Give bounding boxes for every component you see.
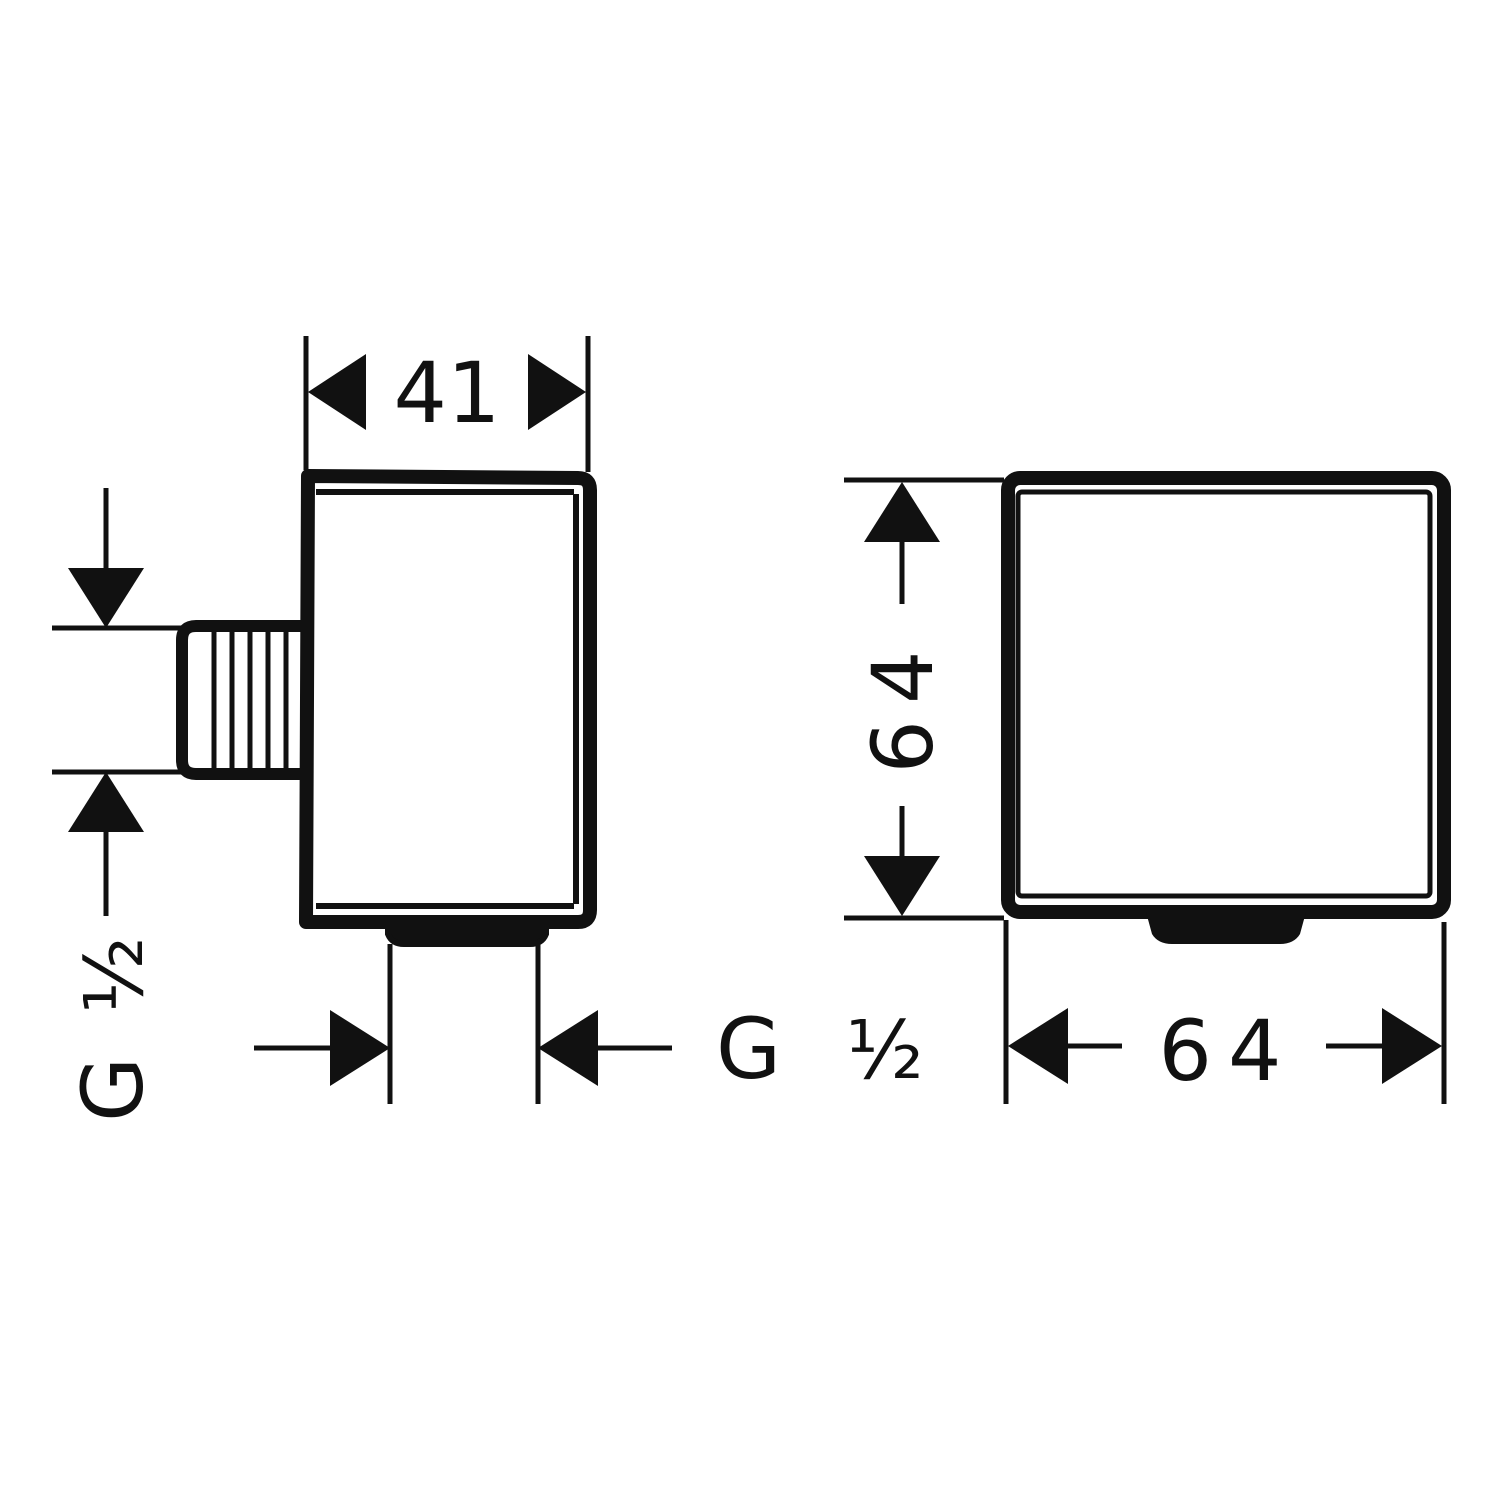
front-body-inner — [1015, 489, 1433, 899]
arrowhead-right — [330, 1010, 390, 1086]
bottom-outlet-thread-fraction: ½ — [846, 1004, 924, 1097]
arrowhead-left — [1008, 1008, 1068, 1084]
arrowhead-right — [528, 354, 586, 430]
front-outlet-nipple — [1146, 912, 1306, 944]
arrowhead-left — [538, 1010, 598, 1086]
dimension-label-front-width: 64 — [1159, 1002, 1298, 1100]
dimension-label-front-height: 64 — [854, 635, 952, 774]
arrowhead-down — [864, 856, 940, 916]
dimension-side-inlet: G ½ — [52, 488, 182, 1122]
dimension-front-height: 64 — [844, 477, 1004, 921]
arrowhead-left — [308, 354, 366, 430]
bottom-outlet-thread-letter: G — [716, 1000, 781, 1098]
dimension-bottom-outlet: G ½ — [254, 944, 924, 1104]
dimension-label-side-depth: 41 — [394, 344, 501, 442]
side-outlet-nipple — [385, 924, 549, 947]
arrowhead-right — [1382, 1008, 1442, 1084]
front-body-outline — [1001, 471, 1451, 919]
side-inlet-thread-letter: G — [64, 1057, 162, 1122]
side-inlet-thread-fraction: ½ — [68, 936, 161, 1014]
arrowhead-up — [68, 772, 144, 832]
arrowhead-down — [68, 568, 144, 628]
dimension-front-width: 64 — [1003, 920, 1447, 1104]
front-view — [1001, 471, 1451, 944]
side-view — [176, 469, 597, 947]
arrowhead-up — [864, 482, 940, 542]
wall-connector-threads — [211, 632, 289, 768]
wall-connector-outline — [176, 620, 306, 780]
side-body-outline — [299, 469, 597, 929]
dimension-side-depth: 41 — [303, 336, 591, 472]
